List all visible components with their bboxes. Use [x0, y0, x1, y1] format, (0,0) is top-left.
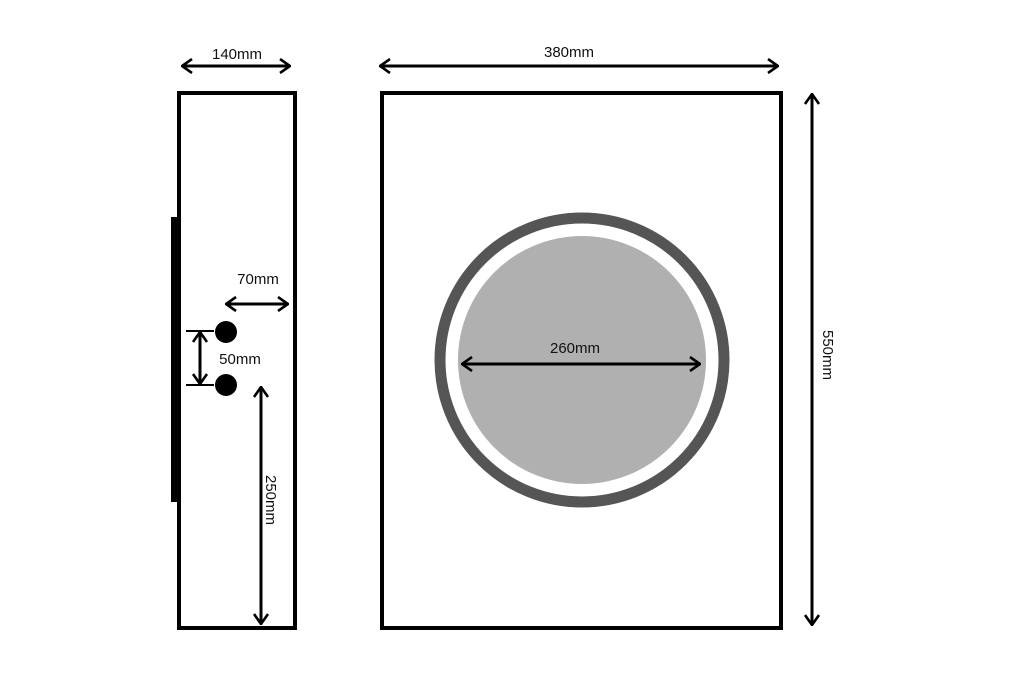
side-view: 140mm 70mm 50mm 250mm — [171, 46, 297, 630]
front-view: 380mm 260mm 550mm — [380, 44, 836, 630]
side-door-edge — [171, 217, 178, 502]
side-panel-outline — [177, 91, 297, 630]
socket-bottom-icon — [215, 374, 237, 396]
side-depth-label: 140mm — [212, 46, 262, 63]
height-label: 550mm — [819, 330, 836, 380]
front-panel-outline — [380, 91, 783, 630]
socket-offset-label: 70mm — [237, 271, 279, 288]
mirror-glass — [458, 236, 706, 484]
socket-top-icon — [215, 321, 237, 343]
socket-spacing-label: 50mm — [219, 351, 261, 368]
socket-height-label: 250mm — [262, 475, 279, 525]
mirror-diameter-label: 260mm — [550, 340, 600, 357]
front-width-label: 380mm — [544, 44, 594, 61]
